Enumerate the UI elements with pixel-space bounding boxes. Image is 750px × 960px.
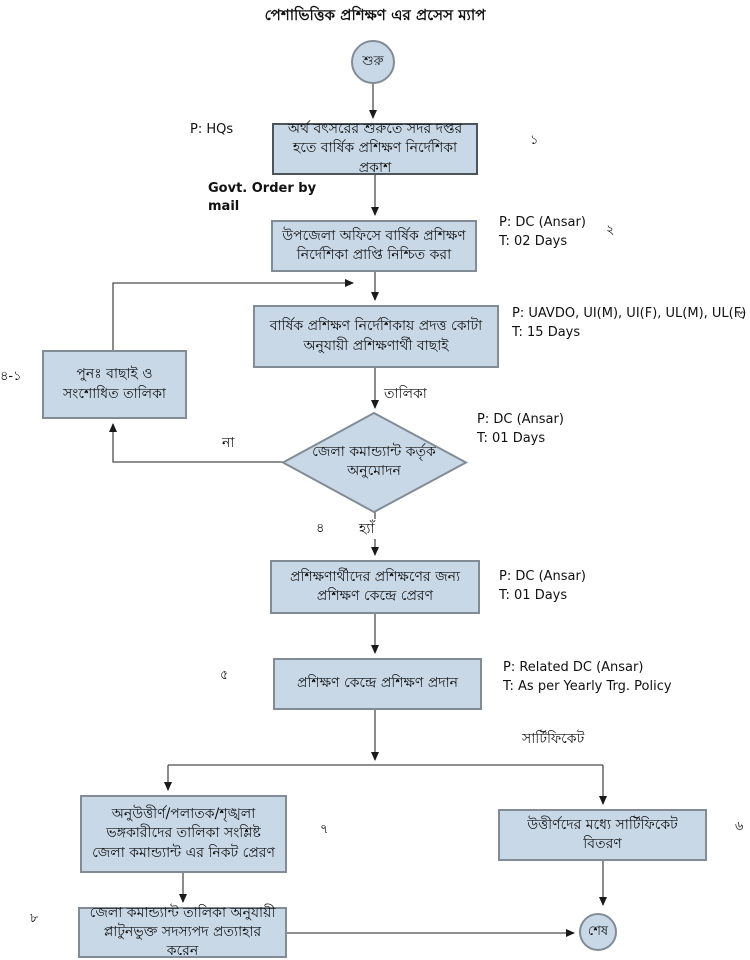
annotation-govt-order: Govt. Order by mail <box>208 181 317 214</box>
annotation-step1-performer: P: HQs <box>190 121 233 140</box>
edge-label-no: না <box>222 435 235 451</box>
annotation-t: T: 15 Days <box>512 324 581 340</box>
step-number-6: ৬ <box>735 819 744 834</box>
annotation-p: P: DC (Ansar) <box>477 412 564 427</box>
step4-box: প্রশিক্ষণার্থীদের প্রশিক্ষণের জন্য প্রশি… <box>270 560 480 614</box>
annotation-p: P: HQs <box>190 122 234 137</box>
end-node: শেষ <box>579 913 617 951</box>
annotation-t: T: 02 Days <box>499 233 568 249</box>
decision-label: জেলা কমান্ড্যান্ট কর্তৃক অনুমোদন <box>312 444 436 479</box>
step-number-5: ৫ <box>220 668 229 683</box>
step-number-4: ৪ <box>316 521 325 536</box>
edge-label-list: তালিকা <box>384 386 427 402</box>
start-node: শুরু <box>351 40 395 84</box>
step3-box: বার্ষিক প্রশিক্ষণ নির্দেশিকায় প্রদত্ত ক… <box>253 305 499 368</box>
annotation-decision-pt: P: DC (Ansar) T: 01 Days <box>477 411 564 449</box>
step-number-8: ৮ <box>30 911 39 926</box>
page-title: পেশাভিত্তিক প্রশিক্ষণ এর প্রসেস ম্যাপ <box>264 6 486 24</box>
step2-box: উপজেলা অফিসে বার্ষিক প্রশিক্ষণ নির্দেশিক… <box>271 220 477 272</box>
step-number-7: ৭ <box>320 822 329 837</box>
step-number-3: ৩ <box>737 308 746 323</box>
annotation-p: P: UAVDO, UI(M), UI(F), UL(M), UL(F) <box>512 306 747 321</box>
annotation-p: P: DC (Ansar) <box>499 215 586 230</box>
annotation-t: T: As per Yearly Trg. Policy <box>503 678 672 694</box>
step1-box: অর্থ বৎসরের শুরুতে সদর দপ্তর হতে বার্ষিক… <box>272 121 478 176</box>
annotation-p: P: DC (Ansar) <box>499 569 586 584</box>
annotation-step2-pt: P: DC (Ansar) T: 02 Days <box>499 214 586 252</box>
step-number-2: ২ <box>606 223 615 238</box>
annotation-step5-pt: P: Related DC (Ansar) T: As per Yearly T… <box>503 659 672 697</box>
step5-box: প্রশিক্ষণ কেন্দ্রে প্রশিক্ষণ প্রদান <box>273 658 482 710</box>
arrow-rework-feedback <box>112 279 354 350</box>
step8-box: জেলা কমান্ড্যান্ট তালিকা অনুযায়ী প্লাটু… <box>78 905 287 959</box>
annotation-t: T: 01 Days <box>477 430 546 446</box>
annotation-step4-pt: P: DC (Ansar) T: 01 Days <box>499 568 586 606</box>
arrow-decision-no-to-rework <box>109 423 283 463</box>
rework-box: পুনঃ বাছাই ও সংশোধিত তালিকা <box>42 350 187 419</box>
step6-box: উত্তীর্ণদের মধ্যে সার্টিফিকেট বিতরণ <box>498 809 707 861</box>
decision-diamond <box>280 411 469 514</box>
step-number-4-1: ৪-১ <box>0 369 22 384</box>
step-number-1: ১ <box>530 133 539 148</box>
annotation-t: T: 01 Days <box>499 587 568 603</box>
edge-label-certificate: সার্টিফিকেট <box>522 731 585 747</box>
step7-box: অনুউত্তীর্ণ/পলাতক/শৃঙ্খলা ভঙ্গকারীদের তা… <box>80 795 287 873</box>
annotation-step3-pt: P: UAVDO, UI(M), UI(F), UL(M), UL(F) T: … <box>512 305 746 343</box>
annotation-p: P: Related DC (Ansar) <box>503 660 644 675</box>
edge-label-yes: হ্যাঁ <box>357 519 377 540</box>
